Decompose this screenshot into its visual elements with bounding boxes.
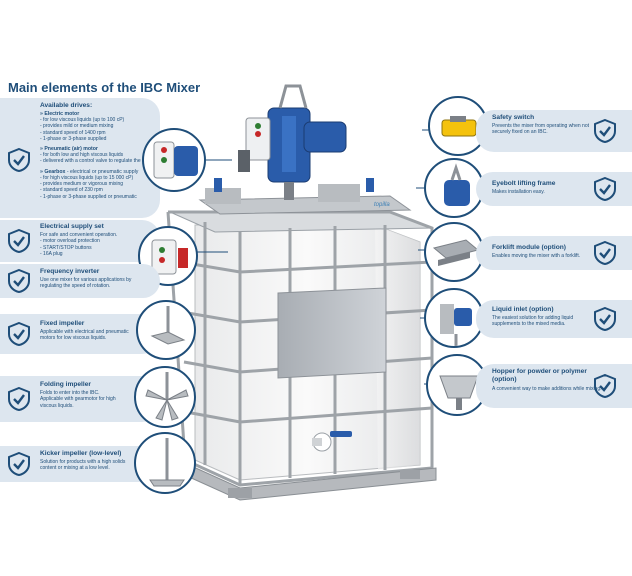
text-line: Folds to enter into the IBC. bbox=[40, 390, 100, 396]
panel-folding-impeller: Folding impeller Folds to enter into the… bbox=[0, 376, 160, 422]
text-line: Makes installation easy. bbox=[492, 189, 545, 195]
panel-title: Electrical supply set bbox=[40, 223, 104, 230]
shield-check-icon bbox=[594, 241, 616, 265]
text-line: - 1-phase or 3-phase supplied bbox=[40, 135, 107, 142]
text-line: - START/STOP buttons bbox=[40, 244, 92, 251]
electrical-supply-photo-circle bbox=[138, 226, 198, 286]
text-line: - motor overload protection bbox=[40, 238, 100, 245]
drives-photo-circle bbox=[142, 128, 206, 192]
brand-label: topilla bbox=[374, 202, 390, 208]
panel-available-drives: Available drives: » Electric motor - for… bbox=[0, 98, 160, 218]
panel-text: For safe and convenient operation. - mot… bbox=[40, 232, 117, 257]
shield-check-icon bbox=[8, 229, 30, 253]
panel-title: Frequency inverter bbox=[40, 268, 100, 275]
panel-frequency-inverter: Frequency inverter Use one mixer for var… bbox=[0, 264, 160, 298]
panel-title: Forklift module (option) bbox=[492, 244, 566, 251]
text-line: - standard speed of 1400 rpm bbox=[40, 129, 106, 136]
text-line: Applicable with gearmotor for high bbox=[40, 396, 116, 403]
page-title: Main elements of the IBC Mixer bbox=[8, 80, 201, 95]
panel-eyebolt-frame: Eyebolt lifting frame Makes installation… bbox=[476, 172, 632, 206]
drive-electric-title: » Electric motor bbox=[40, 111, 80, 117]
panel-text: A convenient way to make additions while… bbox=[492, 386, 602, 392]
panel-liquid-inlet: Liquid inlet (option) The easiest soluti… bbox=[476, 300, 632, 338]
text-line: - provides medium or vigorous mixing bbox=[40, 181, 124, 188]
panel-title: Safety switch bbox=[492, 114, 535, 121]
text-line: viscous liquids. bbox=[40, 402, 74, 409]
text-line: - delivered with a control valve to regu… bbox=[40, 158, 156, 165]
panel-title: Hopper for powder or polymer bbox=[492, 368, 587, 375]
mixer-mount-frame bbox=[198, 184, 412, 215]
text-line: supplements to the mixed media. bbox=[492, 321, 566, 328]
outlet-valve bbox=[312, 431, 352, 452]
panel-fixed-impeller: Fixed impeller Applicable with electrica… bbox=[0, 314, 160, 354]
text-line: Enables moving the mixer with a forklift… bbox=[492, 253, 581, 259]
panel-text: Use one mixer for various applications b… bbox=[40, 277, 131, 290]
text-line: - 16A plug bbox=[40, 250, 63, 257]
shield-check-icon bbox=[594, 307, 616, 331]
shield-check-icon bbox=[8, 452, 30, 476]
mixer-motor bbox=[214, 84, 374, 200]
panel-text: The easiest solution for adding liquid s… bbox=[492, 315, 573, 328]
text-line: - standard speed of 230 rpm bbox=[40, 187, 103, 194]
text-line: - for both low and high viscous liquids bbox=[40, 152, 124, 159]
text-line: - provides mild or medium mixing bbox=[40, 123, 114, 130]
text-line: For safe and convenient operation. bbox=[40, 232, 118, 238]
text-line: Applicable with electrical and pneumatic bbox=[40, 329, 129, 335]
drive-gearbox-title: » Gearbox - electrical or pneumatic supp… bbox=[40, 168, 139, 175]
text-line: Solution for products with a high solids bbox=[40, 459, 126, 465]
panel-text: Folds to enter into the IBC. Applicable … bbox=[40, 390, 116, 409]
panel-text: Solution for products with a high solids… bbox=[40, 459, 125, 472]
panel-safety-switch: Safety switch Prevents the mixer from op… bbox=[476, 110, 632, 152]
fixed-impeller-photo-circle bbox=[136, 300, 196, 360]
text-line: The easiest solution for adding liquid bbox=[492, 315, 574, 321]
text-line: Use one mixer for various applications b… bbox=[40, 277, 132, 283]
forklift-module-photo-circle bbox=[424, 222, 484, 282]
panel-title-option: (option) bbox=[492, 376, 517, 383]
shield-check-icon bbox=[8, 148, 30, 172]
shield-check-icon bbox=[594, 374, 616, 398]
shield-check-icon bbox=[594, 119, 616, 143]
panel-kicker-impeller: Kicker impeller (low-level) Solution for… bbox=[0, 446, 160, 482]
eyebolt-frame-photo-circle bbox=[424, 158, 484, 218]
drive-list: » Electric motor - for low viscous liqui… bbox=[40, 111, 156, 200]
text-line: - for low viscous liquids (up to 100 cP) bbox=[40, 117, 125, 123]
shield-check-icon bbox=[594, 177, 616, 201]
text-line: A convenient way to make additions while… bbox=[492, 386, 602, 392]
panel-electrical-supply: Electrical supply set For safe and conve… bbox=[0, 220, 160, 262]
panel-text: Applicable with electrical and pneumatic… bbox=[40, 329, 129, 342]
text-line: content or mixing at a low level. bbox=[40, 465, 110, 472]
panel-title: Fixed impeller bbox=[40, 320, 85, 327]
panel-title: Liquid inlet (option) bbox=[492, 306, 554, 313]
panel-forklift-module: Forklift module (option) Enables moving … bbox=[476, 236, 632, 270]
panel-text: Makes installation easy. bbox=[492, 189, 545, 195]
panel-text: Enables moving the mixer with a forklift… bbox=[492, 253, 580, 259]
kicker-impeller-photo-circle bbox=[134, 432, 196, 494]
panel-text: Prevents the mixer from operating when n… bbox=[492, 123, 589, 136]
text-line: motors for low viscous liquids. bbox=[40, 335, 107, 342]
ibc-label-plate bbox=[277, 287, 387, 379]
panel-title: Folding impeller bbox=[40, 381, 91, 388]
panel-title: Available drives: bbox=[40, 102, 93, 109]
text-line: - 1-phase or 3-phase supplied or pneumat… bbox=[40, 193, 137, 200]
shield-check-icon bbox=[8, 322, 30, 346]
liquid-inlet-photo-circle bbox=[424, 288, 484, 348]
shield-check-icon bbox=[8, 269, 30, 293]
text-line: Prevents the mixer from operating when n… bbox=[492, 123, 589, 129]
shield-check-icon bbox=[8, 387, 30, 411]
panel-hopper: Hopper for powder or polymer (option) A … bbox=[476, 364, 632, 408]
text-line: regulating the speed of rotation. bbox=[40, 283, 111, 290]
folding-impeller-photo-circle bbox=[134, 366, 196, 428]
panel-title: Eyebolt lifting frame bbox=[492, 180, 556, 187]
text-line: securely fixed on an IBC. bbox=[492, 129, 548, 136]
drive-pneumatic-title: » Pneumatic (air) motor bbox=[40, 146, 98, 153]
panel-title: Kicker impeller (low-level) bbox=[40, 450, 122, 457]
text-line: - for high viscous liquids (up to 15 000… bbox=[40, 174, 134, 181]
